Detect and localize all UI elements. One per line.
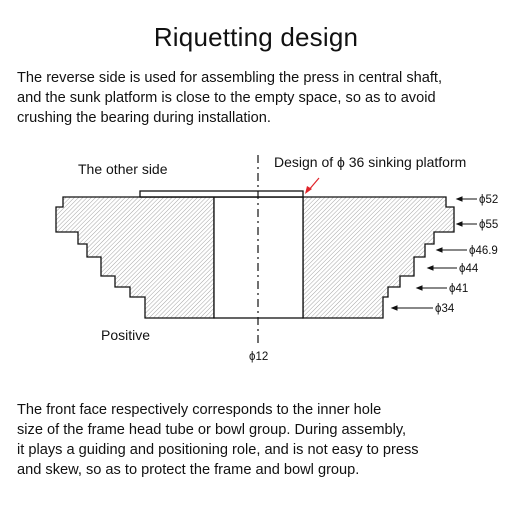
bore-diameter-label: ϕ12: [249, 351, 268, 363]
other-side-label: The other side: [78, 161, 168, 177]
intro-paragraph: The reverse side is used for assembling …: [17, 68, 503, 128]
right-body-section: [302, 196, 455, 319]
dimension-label-46-9: ϕ46.9: [469, 245, 498, 257]
sinking-arrow-head: [305, 186, 312, 194]
sinking-platform-recess: [139, 190, 304, 198]
left-body-section: [55, 196, 215, 319]
intro-line: crushing the bearing during installation…: [17, 110, 271, 126]
outro-line: it plays a guiding and positioning role,…: [17, 442, 419, 458]
positive-label: Positive: [101, 327, 150, 343]
intro-line: and the sunk platform is close to the em…: [17, 90, 436, 106]
page-title: Riquetting design: [153, 22, 359, 52]
outro-paragraph: The front face respectively corresponds …: [17, 400, 503, 480]
outro-line: The front face respectively corresponds …: [17, 402, 382, 418]
dimension-label-52: ϕ52: [479, 194, 498, 206]
outro-line: size of the frame head tube or bowl grou…: [17, 422, 407, 438]
dimension-label-41: ϕ41: [449, 283, 468, 295]
dimension-label-44: ϕ44: [459, 263, 479, 275]
dimension-label-34: ϕ34: [435, 303, 455, 315]
outro-line: and skew, so as to protect the frame and…: [17, 462, 360, 478]
sinking-platform-label: Design of ϕ 36 sinking platform: [274, 154, 466, 170]
intro-line: The reverse side is used for assembling …: [17, 70, 443, 86]
dimension-label-55: ϕ55: [479, 219, 498, 231]
dimension-leaders: [390, 196, 477, 311]
